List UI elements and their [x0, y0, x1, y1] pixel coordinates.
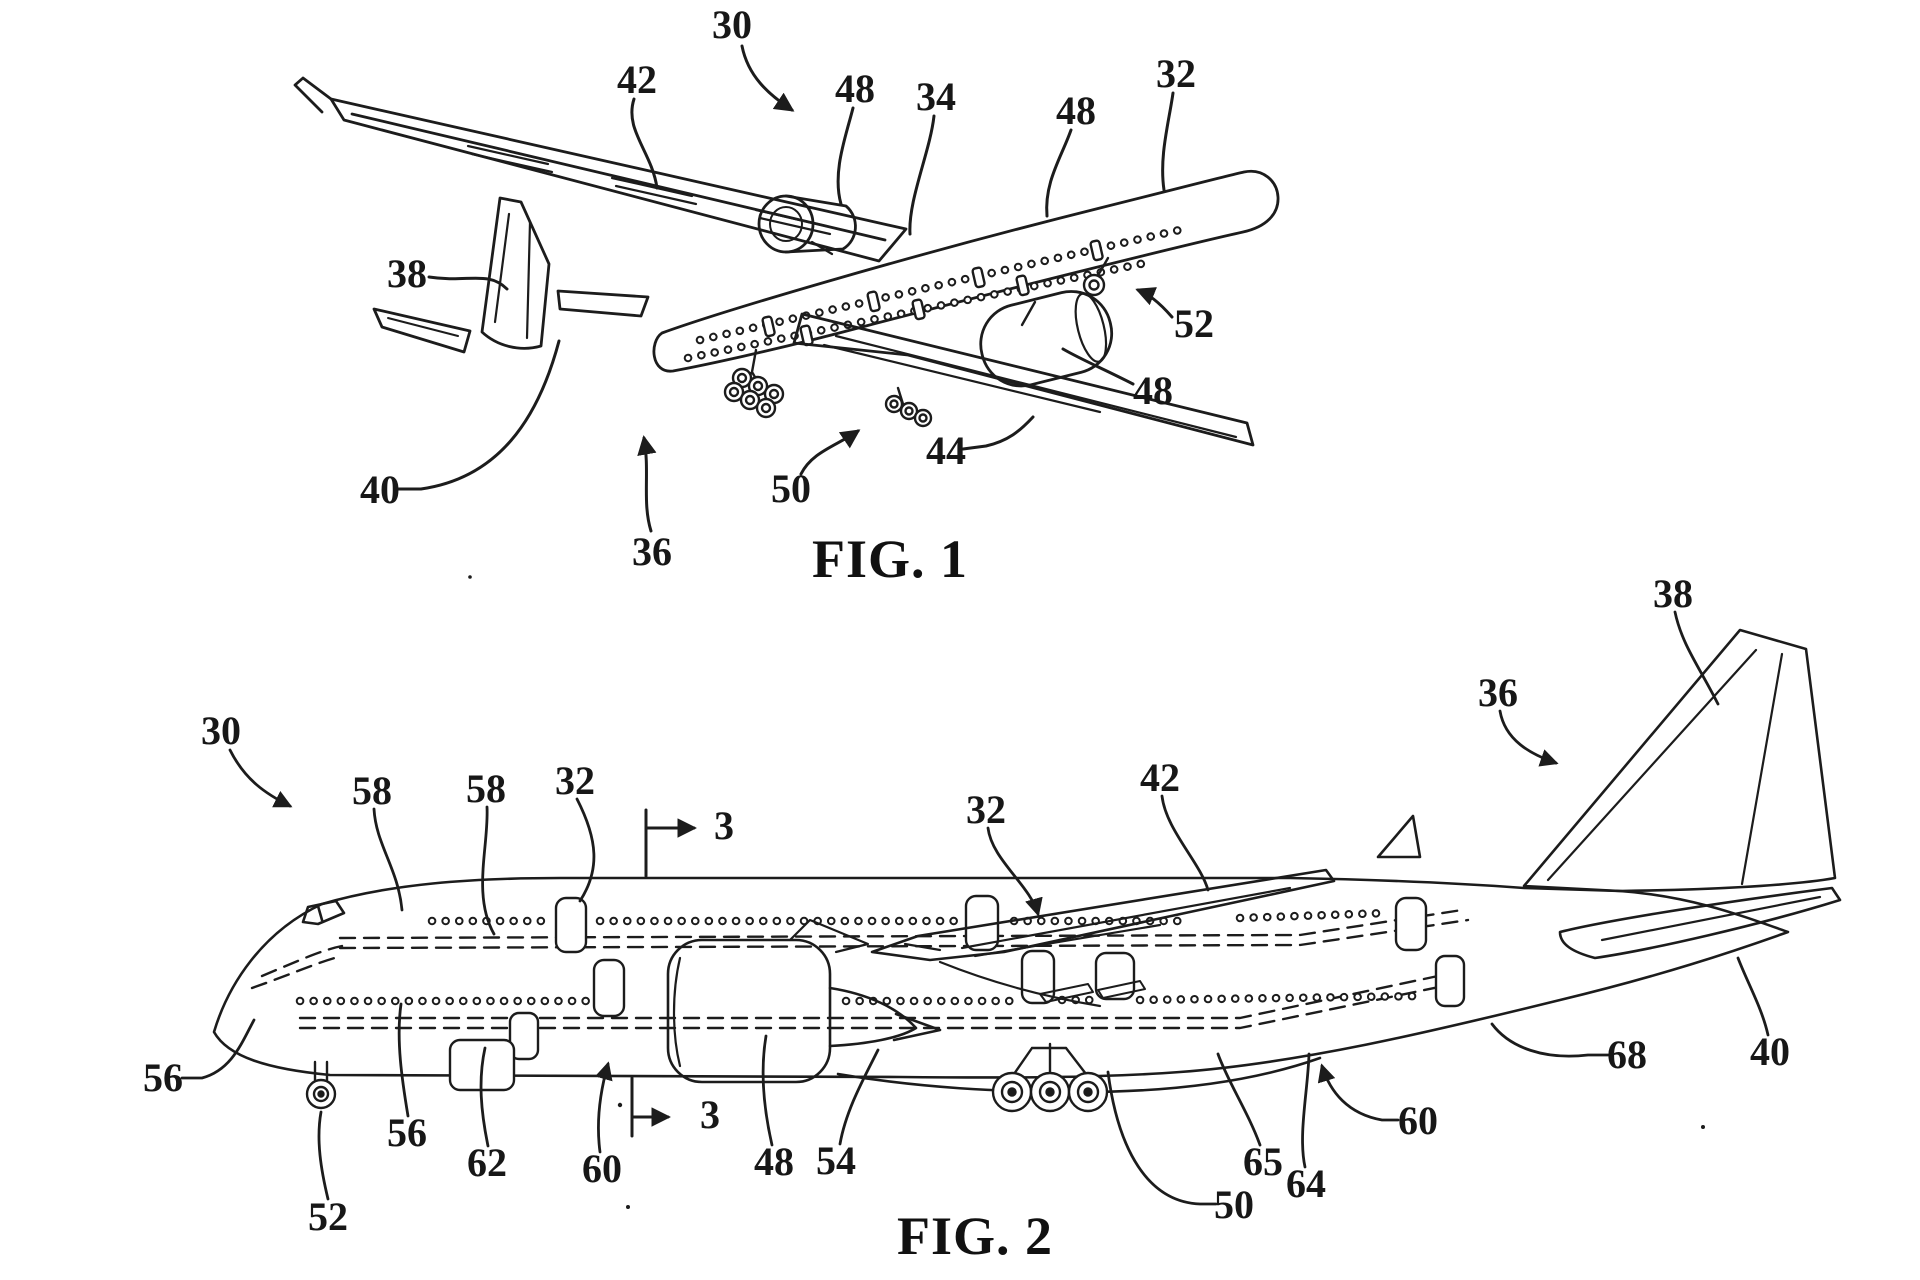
fig1-fuselage: [652, 169, 1280, 373]
fig1-right-stabilizer: [556, 289, 650, 318]
fig1-aircraft-drawing: [293, 44, 1280, 533]
fig2-ref-30: 30: [201, 708, 241, 753]
fig2-ref-68: 68: [1607, 1032, 1647, 1077]
fig1-nose-gear: [1082, 256, 1110, 297]
fig2-caption: FIG. 2: [896, 1206, 1054, 1266]
fig1-far-wing: [329, 97, 908, 263]
fig2-leader-lines: [180, 610, 1770, 1206]
fig2-elevator-line: [1600, 895, 1822, 942]
fig1-left-stab-line: [387, 317, 459, 337]
fig2-nose-gear: [305, 1060, 337, 1110]
fig1-window-row2-inner: [685, 259, 1153, 361]
fig1-main-gear: [723, 348, 933, 428]
fig1-ref-42: 42: [617, 57, 657, 102]
fig1-leader-lines: [395, 44, 1175, 533]
fig2-ref-64: 64: [1286, 1161, 1326, 1206]
fig1-fin-lines: [493, 212, 532, 340]
fig2-cockpit-window: [301, 899, 346, 926]
fig2-ref-56-a: 56: [387, 1110, 427, 1155]
fig1-ref-48-b: 48: [1056, 88, 1096, 133]
fig2-ref-62: 62: [467, 1140, 507, 1185]
fig1-caption: FIG. 1: [811, 529, 969, 589]
fig1-ref-48-a: 48: [835, 66, 875, 111]
fig1-ref-40: 40: [360, 467, 400, 512]
fig2-vertical-fin: [1522, 628, 1837, 893]
fig1-near-engine: [979, 290, 1114, 388]
fig2-section-label-3-bottom: 3: [700, 1092, 720, 1137]
fig2-window-rows: [295, 908, 1429, 1006]
fig2-main-gear: [991, 1042, 1109, 1113]
fig2-ref-38: 38: [1653, 571, 1693, 616]
fig1-ref-32: 32: [1156, 51, 1196, 96]
fig2-ref-32-a: 32: [555, 758, 595, 803]
fig1-ref-38: 38: [387, 251, 427, 296]
fig2-near-stabilizer: [1558, 886, 1842, 960]
fig2-ref-40: 40: [1750, 1029, 1790, 1074]
fig1-vertical-fin: [480, 196, 551, 350]
fig1-ref-36: 36: [632, 529, 672, 574]
fig2-far-stabilizer-tip: [1376, 814, 1422, 859]
fig1-window-row-inner: [697, 225, 1191, 343]
fig1-doors: [761, 239, 1104, 347]
fig1-ref-44: 44: [926, 428, 966, 473]
fig2-ref-54: 54: [816, 1138, 856, 1183]
fig1-wing-flap-lines: [466, 144, 832, 236]
fig2-ref-56-b: 56: [143, 1055, 183, 1100]
fig2-aircraft-drawing: [180, 575, 1842, 1209]
fig1-winglet: [293, 76, 333, 114]
fig2-ref-42: 42: [1140, 755, 1180, 800]
fig2-ref-48: 48: [754, 1139, 794, 1184]
fig2-splice-lines: [250, 908, 1470, 1030]
fig1-ref-50: 50: [771, 466, 811, 511]
fig2-section-label-3-top: 3: [714, 803, 734, 848]
fig2-ref-50: 50: [1214, 1182, 1254, 1227]
fig1-far-engine: [757, 194, 857, 256]
fig1-near-wing: [792, 312, 1255, 447]
fig2-ref-36: 36: [1478, 670, 1518, 715]
fig1-left-stabilizer: [372, 307, 472, 354]
fig2-ref-60-left: 60: [582, 1146, 622, 1191]
fig2-ref-58-b: 58: [466, 766, 506, 811]
fig2-section-marker-top: [644, 808, 697, 878]
fig2-ref-32-b: 32: [966, 787, 1006, 832]
fig2-fin-lines: [1546, 648, 1784, 886]
fig1-near-wing-lines: [822, 334, 1238, 439]
fig2-wing: [870, 868, 1336, 1008]
fig2-engine: [666, 918, 942, 1084]
fig1-ref-30: 30: [712, 2, 752, 47]
fig2-ref-52: 52: [308, 1194, 348, 1239]
scan-specks: [468, 575, 1705, 1209]
fig2-section-marker-bottom: [630, 1076, 671, 1138]
fig2-ref-60-right: 60: [1398, 1098, 1438, 1143]
fig1-ref-48-c: 48: [1133, 368, 1173, 413]
fig1-ref-52: 52: [1174, 301, 1214, 346]
fig2-ref-65: 65: [1243, 1139, 1283, 1184]
fig1-ref-34: 34: [916, 74, 956, 119]
fig2-ref-58-a: 58: [352, 768, 392, 813]
